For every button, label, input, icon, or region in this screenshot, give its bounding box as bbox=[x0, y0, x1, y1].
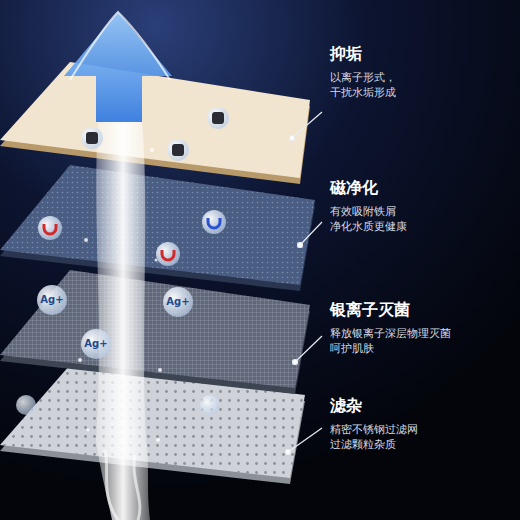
feature-description: 释放银离子深层物理灭菌 呵护肌肤 bbox=[330, 326, 460, 356]
ion-label: Ag+ bbox=[81, 338, 111, 350]
ion-label: Ag+ bbox=[37, 294, 67, 306]
ion-label: Ag+ bbox=[163, 296, 193, 308]
feature-description: 有效吸附铁屑 净化水质更健康 bbox=[330, 204, 460, 234]
feature-heading: 银离子灭菌 bbox=[330, 300, 410, 320]
feature-heading: 抑垢 bbox=[330, 44, 362, 64]
feature-description: 精密不锈钢过滤网 过滤颗粒杂质 bbox=[330, 422, 460, 452]
feature-description: 以离子形式， 干扰水垢形成 bbox=[330, 70, 460, 100]
feature-heading: 磁净化 bbox=[330, 178, 378, 198]
feature-heading: 滤杂 bbox=[330, 396, 362, 416]
